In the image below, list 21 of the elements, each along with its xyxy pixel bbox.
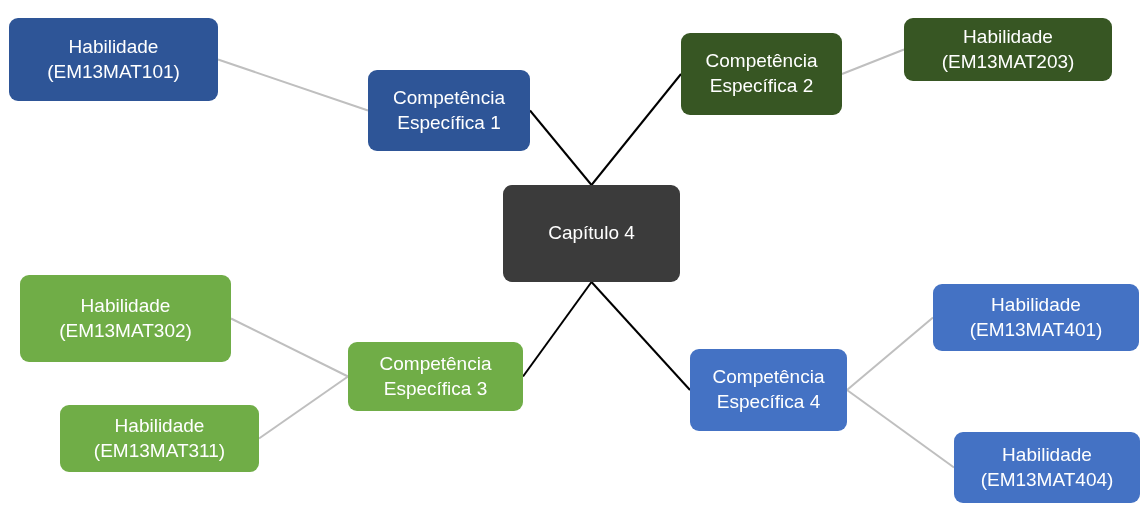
topic-box: Competência Específica 4 [690,349,847,431]
connector-line [217,58,369,112]
connector-line [522,281,593,378]
topic-box: Habilidade (EM13MAT401) [933,284,1139,351]
topic-box: Competência Específica 3 [348,342,523,411]
topic-box: Habilidade (EM13MAT203) [904,18,1112,81]
connector-line [230,317,349,378]
topic-box: Competência Específica 2 [681,33,842,115]
topic-box: Habilidade (EM13MAT101) [9,18,218,101]
connector-line [846,389,955,469]
connector-line [846,316,934,391]
topic-box: Habilidade (EM13MAT302) [20,275,231,362]
topic-box: Habilidade (EM13MAT311) [60,405,259,472]
central-topic-box: Capítulo 4 [503,185,680,282]
connector-line [841,48,905,75]
connector-line [590,73,682,186]
connector-line [590,281,691,391]
connector-line [529,109,593,186]
connector-line [258,375,349,440]
topic-box: Competência Específica 1 [368,70,530,151]
topic-box: Habilidade (EM13MAT404) [954,432,1140,503]
